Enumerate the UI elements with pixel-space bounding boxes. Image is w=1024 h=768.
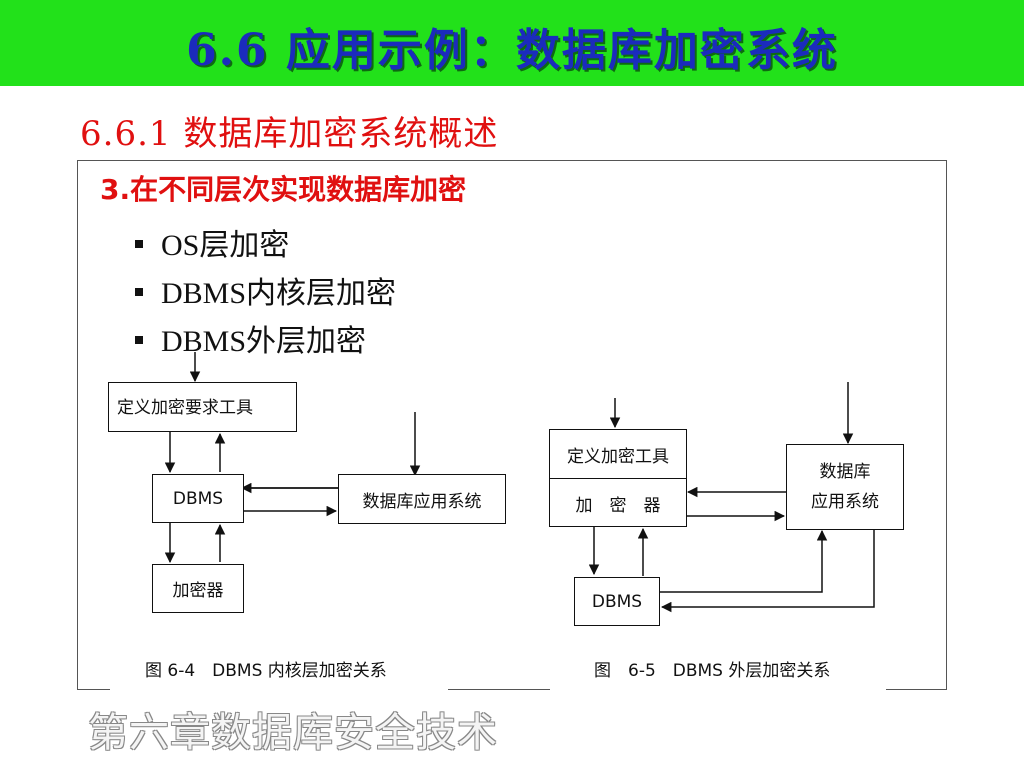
square-bullet-icon [135, 240, 143, 249]
dbms-box-2: DBMS [574, 577, 660, 626]
slide-title: 6.6 应用示例：数据库加密系统 [186, 25, 838, 76]
figure-caption-6-4: 图 6-4 DBMS 内核层加密关系 [145, 661, 387, 681]
title-bar [0, 0, 1024, 86]
bullet-item: DBMS内核层加密 [135, 268, 396, 312]
figure-caption-6-5: 图 6-5 DBMS 外层加密关系 [594, 661, 831, 681]
encryptor-label: 加 密 器 [575, 495, 661, 516]
chapter-footer: 第六章数据库安全技术 [88, 710, 498, 756]
arrow-app-to-dbms-2 [660, 529, 875, 613]
frame-gap-left [110, 686, 448, 692]
square-bullet-icon [135, 336, 143, 345]
section-heading: 3.在不同层次实现数据库加密 [100, 173, 467, 206]
bullet-text: OS层加密 [161, 229, 290, 262]
app-label-line1: 数据库 [819, 462, 871, 482]
content-frame [77, 160, 947, 690]
database-app-box-2: 数据库 应用系统 [786, 444, 904, 530]
app-label-line2: 应用系统 [811, 492, 879, 512]
define-tool-label: 定义加密工具 [550, 430, 686, 479]
bullet-text: DBMS内核层加密 [161, 277, 397, 310]
bullet-item: OS层加密 [135, 220, 289, 264]
define-encryption-requirements-box: 定义加密要求工具 [108, 382, 297, 432]
dbms-box: DBMS [152, 474, 244, 523]
arrow-dbms-to-app-2 [660, 529, 828, 593]
frame-gap-right [550, 686, 886, 692]
encryptor-box: 加密器 [152, 564, 244, 613]
slide-subtitle: 6.6.1 数据库加密系统概述 [80, 114, 499, 154]
square-bullet-icon [135, 288, 143, 297]
define-tool-encryptor-box: 定义加密工具 加 密 器 [549, 429, 687, 527]
database-app-box: 数据库应用系统 [338, 474, 506, 524]
